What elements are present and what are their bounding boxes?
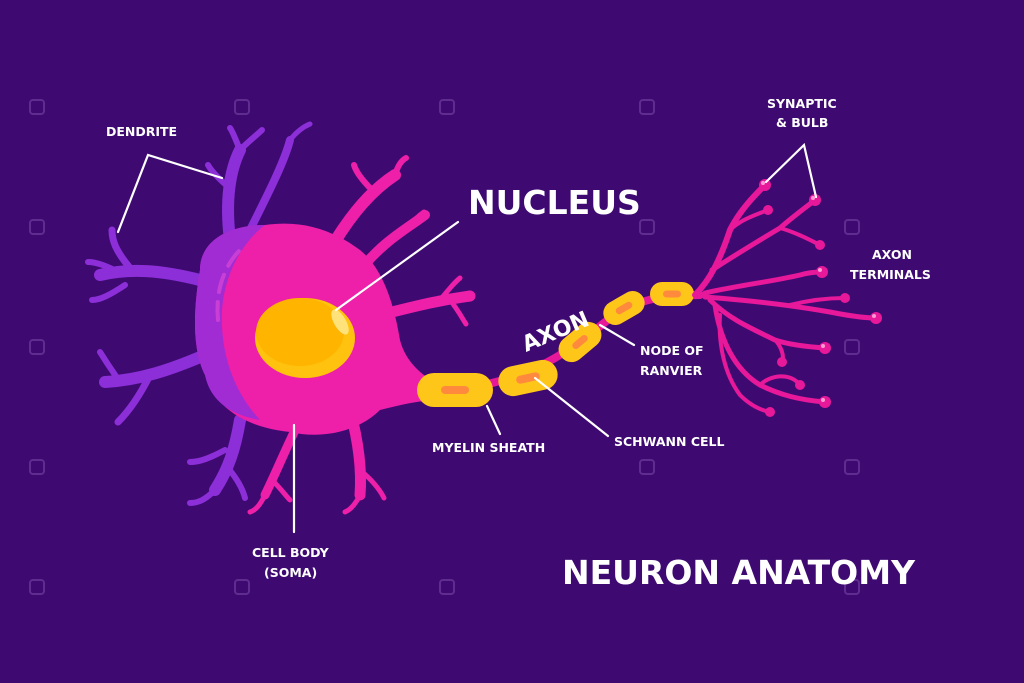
synaptic-bulb-highlights <box>761 181 876 402</box>
label-node-line1: NODE OF <box>640 343 704 358</box>
label-dendrite: DENDRITE <box>106 124 177 139</box>
label-node-line2: RANVIER <box>640 363 703 378</box>
diagram-title: NEURON ANATOMY <box>562 553 916 592</box>
synaptic-bulbs <box>759 179 882 417</box>
leader-lines <box>116 142 818 534</box>
label-axon-terminals-line2: TERMINALS <box>850 267 931 282</box>
nucleus-shape <box>255 298 355 378</box>
label-axon-terminals-line1: AXON <box>872 247 912 262</box>
label-nucleus: NUCLEUS <box>468 183 641 222</box>
label-myelin-sheath: MYELIN SHEATH <box>432 440 545 455</box>
label-cell-body-line2: (SOMA) <box>264 565 317 580</box>
watermark-pattern <box>29 99 860 595</box>
myelin-sheath-segments <box>417 282 694 407</box>
dendrites-left <box>85 121 313 506</box>
label-synaptic-line2: & BULB <box>776 115 828 130</box>
axon-terminals <box>692 182 879 414</box>
label-cell-body-line1: CELL BODY <box>252 545 330 560</box>
label-schwann-cell: SCHWANN CELL <box>614 434 724 449</box>
label-synaptic-line1: SYNAPTIC <box>767 96 837 111</box>
